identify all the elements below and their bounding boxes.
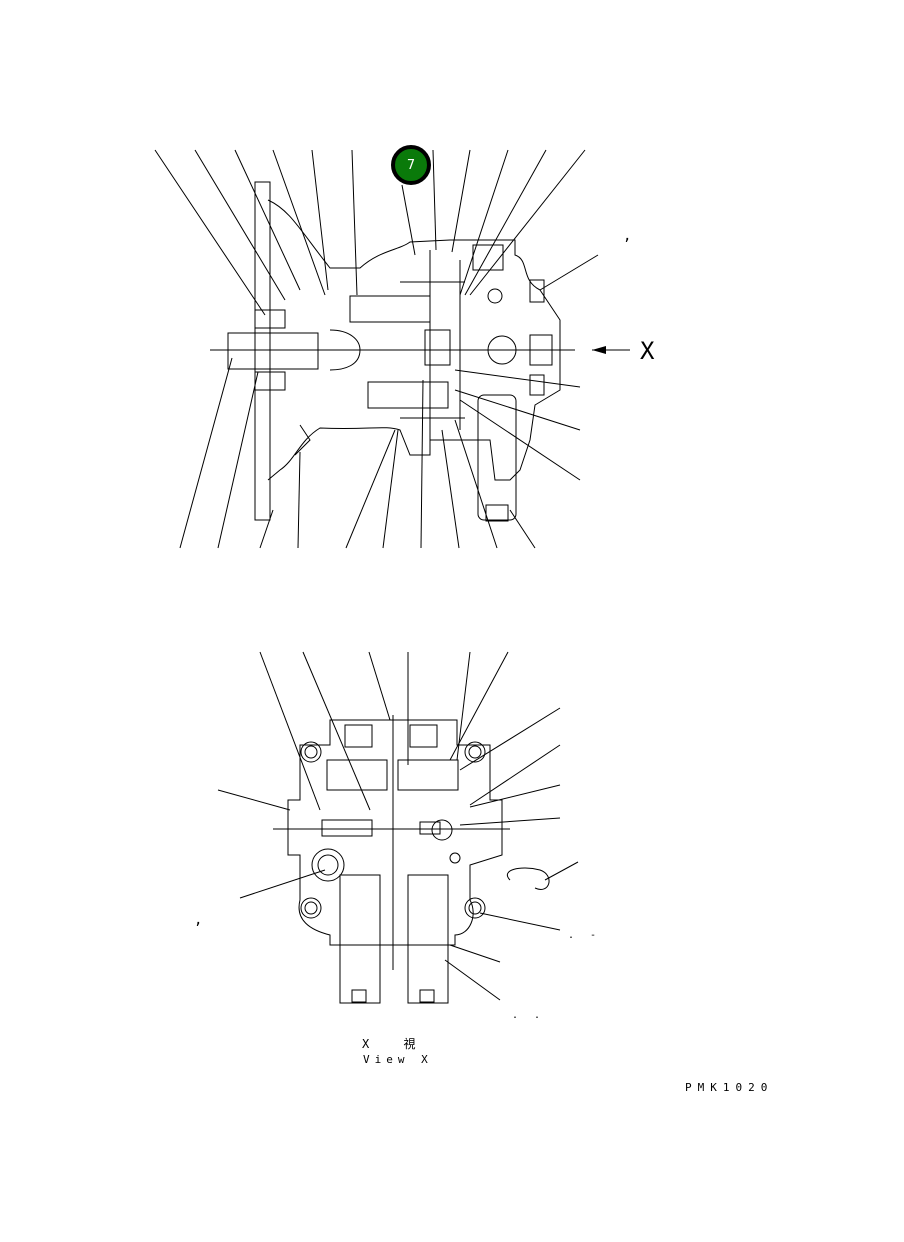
caption-view-x: View X [363, 1053, 433, 1066]
stray-mark: , [194, 912, 208, 928]
drawing-code: PMK1020 [685, 1081, 774, 1094]
valve-view-x [273, 715, 550, 1004]
stray-mark: , [623, 228, 637, 244]
view-x-label: X [640, 337, 655, 365]
view-arrow [592, 346, 630, 354]
motor-section-view [210, 181, 575, 522]
bottom-leader-lines [217, 651, 579, 1001]
part-callout-7[interactable]: 7 [391, 145, 431, 185]
stray-mark: . . [512, 1010, 546, 1021]
caption-japanese: X 視 [362, 1037, 421, 1051]
stray-mark: . - [568, 930, 602, 941]
top-leader-lines [154, 149, 599, 549]
callout-number: 7 [406, 157, 416, 173]
